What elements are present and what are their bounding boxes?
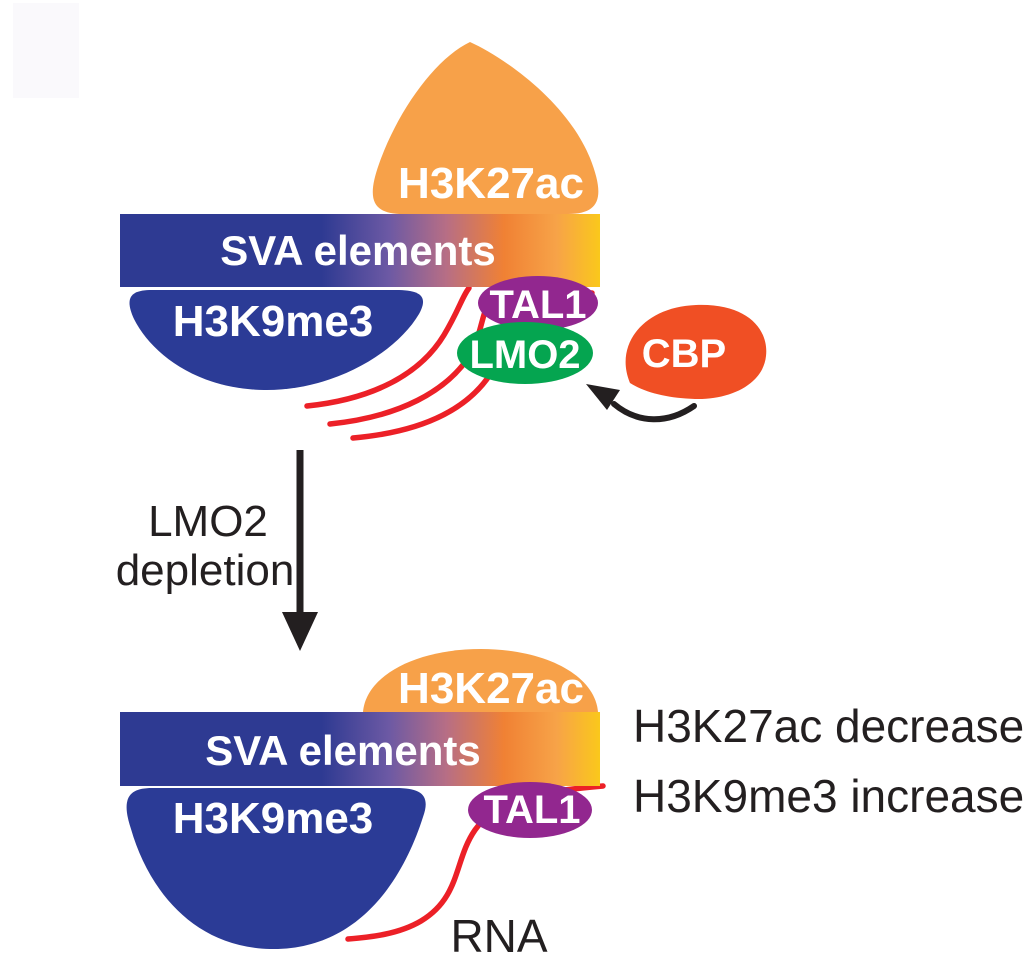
bottom-panel: H3K27ac SVA elements H3K9me3 TAL1 RNA H3… bbox=[120, 649, 1024, 962]
faint-watermark-box bbox=[13, 3, 79, 98]
cbp-arrow-shaft bbox=[611, 401, 697, 423]
note-h3k27ac-decrease: H3K27ac decrease bbox=[633, 700, 1024, 752]
tal1-ellipse-bottom bbox=[468, 782, 592, 838]
h3k27ac-label-top: H3K27ac bbox=[398, 159, 584, 208]
h3k9me3-bowl-top bbox=[129, 290, 424, 391]
sva-elements-bar-bottom bbox=[120, 712, 600, 786]
tal1-label-top: TAL1 bbox=[489, 283, 586, 327]
top-panel: H3K27ac SVA elements H3K9me3 TAL1 LMO2 C… bbox=[120, 42, 767, 441]
sva-elements-bar-top bbox=[120, 214, 600, 287]
h3k9me3-bowl-bottom bbox=[126, 788, 426, 950]
transition-section: LMO2 depletion bbox=[116, 450, 318, 651]
sva-elements-label-top: SVA elements bbox=[220, 227, 495, 274]
h3k27ac-peak-shape bbox=[372, 42, 599, 214]
lmo2-label: LMO2 bbox=[469, 333, 580, 377]
h3k27ac-dome-bottom bbox=[363, 649, 598, 712]
cbp-shape bbox=[625, 304, 767, 400]
depletion-arrow bbox=[282, 450, 318, 651]
cbp-arrow-head-icon bbox=[586, 384, 620, 410]
h3k9me3-label-top: H3K9me3 bbox=[173, 297, 374, 346]
tal1-label-bottom: TAL1 bbox=[483, 788, 580, 832]
depletion-text-line2: depletion bbox=[116, 546, 295, 595]
h3k9me3-label-bottom: H3K9me3 bbox=[173, 794, 374, 843]
tal1-ellipse-top bbox=[478, 276, 598, 330]
sva-elements-label-bottom: SVA elements bbox=[205, 727, 480, 774]
cbp-recruitment-arrow bbox=[586, 384, 697, 423]
cbp-label: CBP bbox=[642, 332, 726, 376]
note-h3k9me3-increase: H3K9me3 increase bbox=[633, 770, 1024, 822]
lmo2-ellipse bbox=[457, 322, 593, 384]
h3k27ac-label-bottom: H3K27ac bbox=[398, 664, 584, 713]
depletion-text-line1: LMO2 bbox=[148, 497, 268, 546]
rna-strand-1 bbox=[304, 285, 472, 409]
rna-annotation: RNA bbox=[450, 910, 547, 962]
depletion-arrow-head-icon bbox=[282, 612, 318, 651]
